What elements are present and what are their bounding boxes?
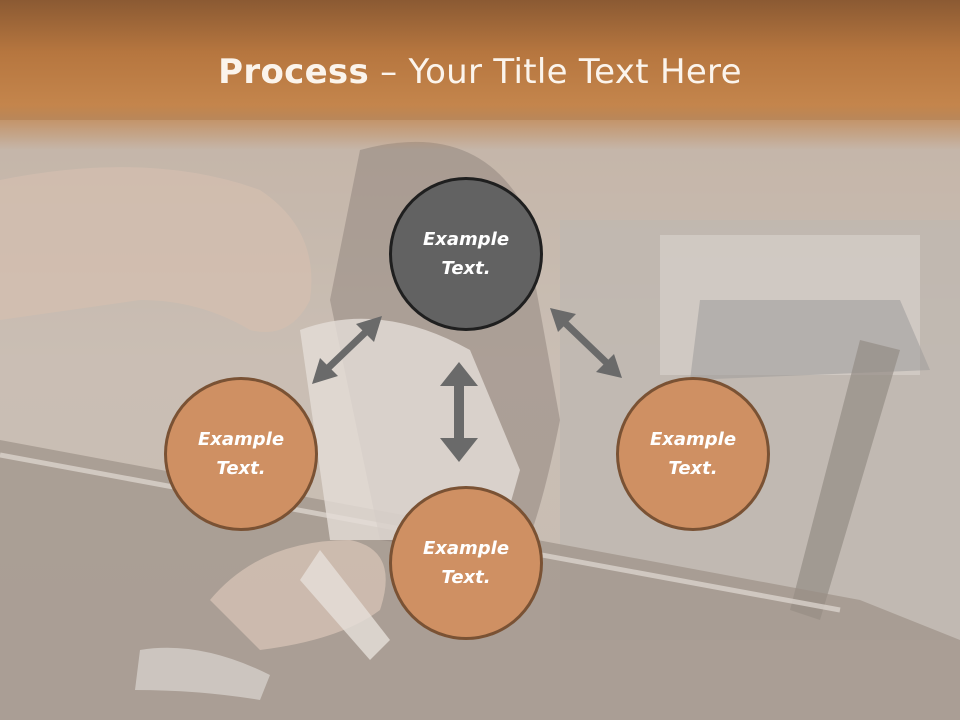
page-title: Process – Your Title Text Here: [0, 52, 960, 92]
node-top-text: Example Text.: [422, 229, 510, 279]
node-right: Example Text.: [616, 377, 770, 531]
title-rest: – Your Title Text Here: [369, 52, 742, 92]
node-left-text: Example Text.: [197, 429, 285, 479]
node-bottom: Example Text.: [389, 486, 543, 640]
double-arrow-vertical: [440, 362, 478, 462]
node-left: Example Text.: [164, 377, 318, 531]
node-top: Example Text.: [389, 177, 543, 331]
title-bold: Process: [218, 52, 370, 92]
node-right-text: Example Text.: [649, 429, 737, 479]
double-arrow-upper-right: [550, 308, 622, 378]
double-arrow-upper-left: [312, 316, 382, 384]
title-band: [0, 0, 960, 150]
node-bottom-text: Example Text.: [422, 538, 510, 588]
